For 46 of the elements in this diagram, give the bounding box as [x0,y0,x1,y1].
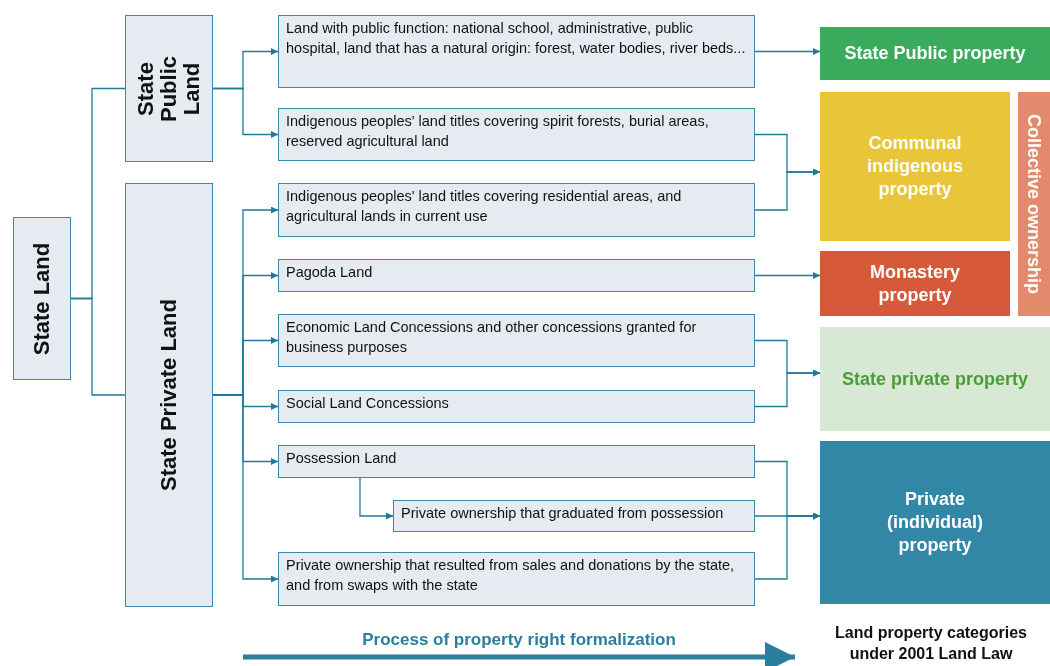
box-text: State private property [841,367,1029,391]
box-text: State Private Land [157,298,181,493]
property-category-box [820,92,1010,241]
box-text: Indigenous peoples' land titles covering spirit forests, burial areas, reserved agricultural land [285,112,710,151]
connector-arrow [754,369,821,408]
box-text: Private ownership that graduated from possession [400,504,725,523]
box-text: State Public property [844,42,1026,65]
category-box [125,15,213,162]
property-category-box [820,327,1050,431]
column-caption: Land property categories under 2001 Land Law [833,623,1028,664]
land-type-box [278,15,755,88]
box-text: State Public Land [134,54,204,124]
box-text: Indigenous peoples' land titles covering residential areas, and agricultural lands in current use [285,187,683,226]
land-type-box [278,314,755,367]
property-category-box [820,27,1050,80]
box-text: State Land [30,241,54,357]
box-text: Pagoda Land [285,263,374,282]
land-type-box [278,552,755,606]
land-type-box [278,445,755,478]
box-text: Economic Land Concessions and other concessions granted for business purposes [285,318,698,357]
box-text: Monastery property [869,260,961,307]
group-band [1018,92,1050,316]
connector-arrow [754,512,821,580]
box-text: Communal indigenous property [866,132,964,201]
root-box [13,217,71,380]
box-text: Collective ownership [1024,112,1044,296]
property-category-box [820,251,1010,316]
property-category-box [820,441,1050,604]
land-type-box [278,108,755,161]
box-text: Private (individual) property [886,488,984,557]
category-box [125,183,213,607]
connector-arrow [212,394,279,583]
box-text: Social Land Concessions [285,394,450,413]
axis-caption: Process of property right formalization [361,629,677,650]
connector-arrow [359,477,394,520]
land-type-box [393,500,755,532]
connector-arrow [754,168,821,211]
land-type-box [278,183,755,237]
land-type-box [278,259,755,292]
connector-arrow [754,272,821,279]
connector-arrow [212,87,279,138]
box-text: Private ownership that resulted from sales and donations by the state, and from swaps with the state [285,556,736,595]
land-type-box [278,390,755,423]
connector-arrow [754,48,821,55]
box-text: Land with public function: national school, administrative, public hospital, land that has a natural origin: forest, water bodies, river beds... [285,19,747,58]
box-text: Possession Land [285,449,398,468]
